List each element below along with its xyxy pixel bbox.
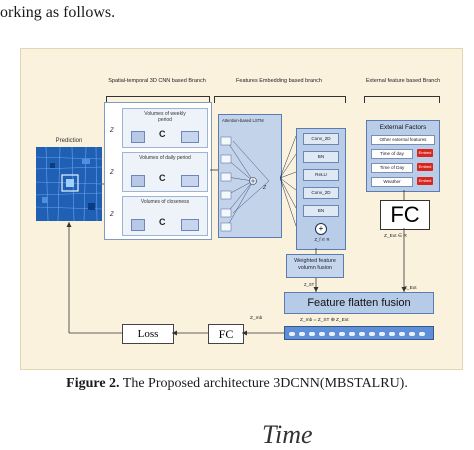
fc-input-label: Z_mb: [250, 316, 263, 321]
caption-label: Figure 2.: [66, 376, 120, 391]
layer-bn-2: BN: [303, 205, 339, 217]
time-text: Time: [262, 420, 313, 449]
loss-box: Loss: [122, 324, 174, 344]
feature-map-icon: [181, 175, 199, 187]
volume-weekly: Volumes of weekly period C: [122, 108, 208, 148]
external-item-time-of-day-2: Time of Day: [371, 163, 413, 173]
intro-text: orking as follows.: [0, 4, 116, 21]
weighted-fusion-box: Weighted feature volumn fusion: [286, 254, 344, 278]
embedding-panel: Conv_2D BN ReLU Conv_2D BN + Z_f ∈ R: [296, 128, 346, 250]
lstm-output-label: Z: [263, 185, 267, 191]
external-out-label: Z_Ext: [404, 286, 417, 291]
layer-bn-1: BN: [303, 151, 339, 163]
prediction-map: [35, 146, 103, 222]
caption-text: The Proposed architecture 3DCNN(MBSTALRU…: [119, 376, 408, 391]
layer-relu: ReLU: [303, 169, 339, 181]
volume-closeness: Volumes of closeness C: [122, 196, 208, 236]
embedding-bracket: [214, 96, 346, 103]
embed-tag: Embed: [417, 177, 433, 185]
feature-map-icon: [181, 219, 199, 231]
layer-conv2d-1: Conv_2D: [303, 133, 339, 145]
external-branch-title: External feature based Branch: [365, 78, 441, 84]
volume-daily: Volumes of daily period C: [122, 152, 208, 192]
external-fc-box: FC: [380, 200, 430, 230]
embed-tag: Embed: [417, 149, 433, 157]
volume-stack-icon: [131, 175, 145, 187]
conv-glyph: C: [159, 129, 166, 139]
volume-stack-icon: [131, 219, 145, 231]
weighted-fusion-output: Z_ST: [304, 282, 315, 287]
lstm-title: Attention-based LSTM: [222, 118, 264, 123]
volume-closeness-label: Volumes of closeness: [140, 199, 190, 205]
attention-lstm-panel: Attention-based LSTM Z: [218, 114, 282, 238]
embedding-output-label: Z_f ∈ R: [314, 237, 330, 242]
spatial-bracket: [106, 96, 210, 103]
volume-daily-label: Volumes of daily period: [139, 155, 191, 161]
conv-glyph: C: [159, 217, 166, 227]
external-item-other: Other external features: [371, 135, 435, 145]
z-closeness: Z: [110, 212, 114, 218]
prediction-label: Prediction: [55, 138, 83, 144]
output-fc-box: FC: [208, 324, 244, 344]
external-bracket: [364, 96, 440, 103]
z-daily: Z: [110, 170, 114, 176]
figure-caption: Figure 2. The Proposed architecture 3DCN…: [0, 376, 474, 392]
external-item-weather: Weather: [371, 177, 413, 187]
flatten-equation: Z_mb = Z_ST ⊕ Z_Ext: [300, 318, 349, 323]
lstm-to-embedding-arrows: [280, 135, 297, 227]
feature-flatten-fusion: Feature flatten fusion: [284, 292, 434, 314]
external-fc-output: Z_Ext ∈ R: [384, 234, 407, 239]
volume-stack-icon: [131, 131, 145, 143]
volume-weekly-label: Volumes of weekly period: [144, 111, 186, 123]
embed-tag: Embed: [417, 163, 433, 171]
external-factors-panel: External Factors Other external features…: [366, 120, 440, 192]
feature-map-icon: [181, 131, 199, 143]
external-item-time-of-day: Time of day: [371, 149, 413, 159]
layer-conv2d-2: Conv_2D: [303, 187, 339, 199]
embedding-branch-title: Features Embedding based branch: [236, 78, 322, 84]
conv-glyph: C: [159, 173, 166, 183]
spatial-branch-title: Spatial-temporal 3D CNN based Branch: [108, 78, 206, 84]
external-factors-title: External Factors: [379, 124, 427, 131]
sum-icon: +: [315, 223, 327, 235]
flattened-vector: [284, 326, 434, 340]
z-weekly: Z: [110, 128, 114, 134]
